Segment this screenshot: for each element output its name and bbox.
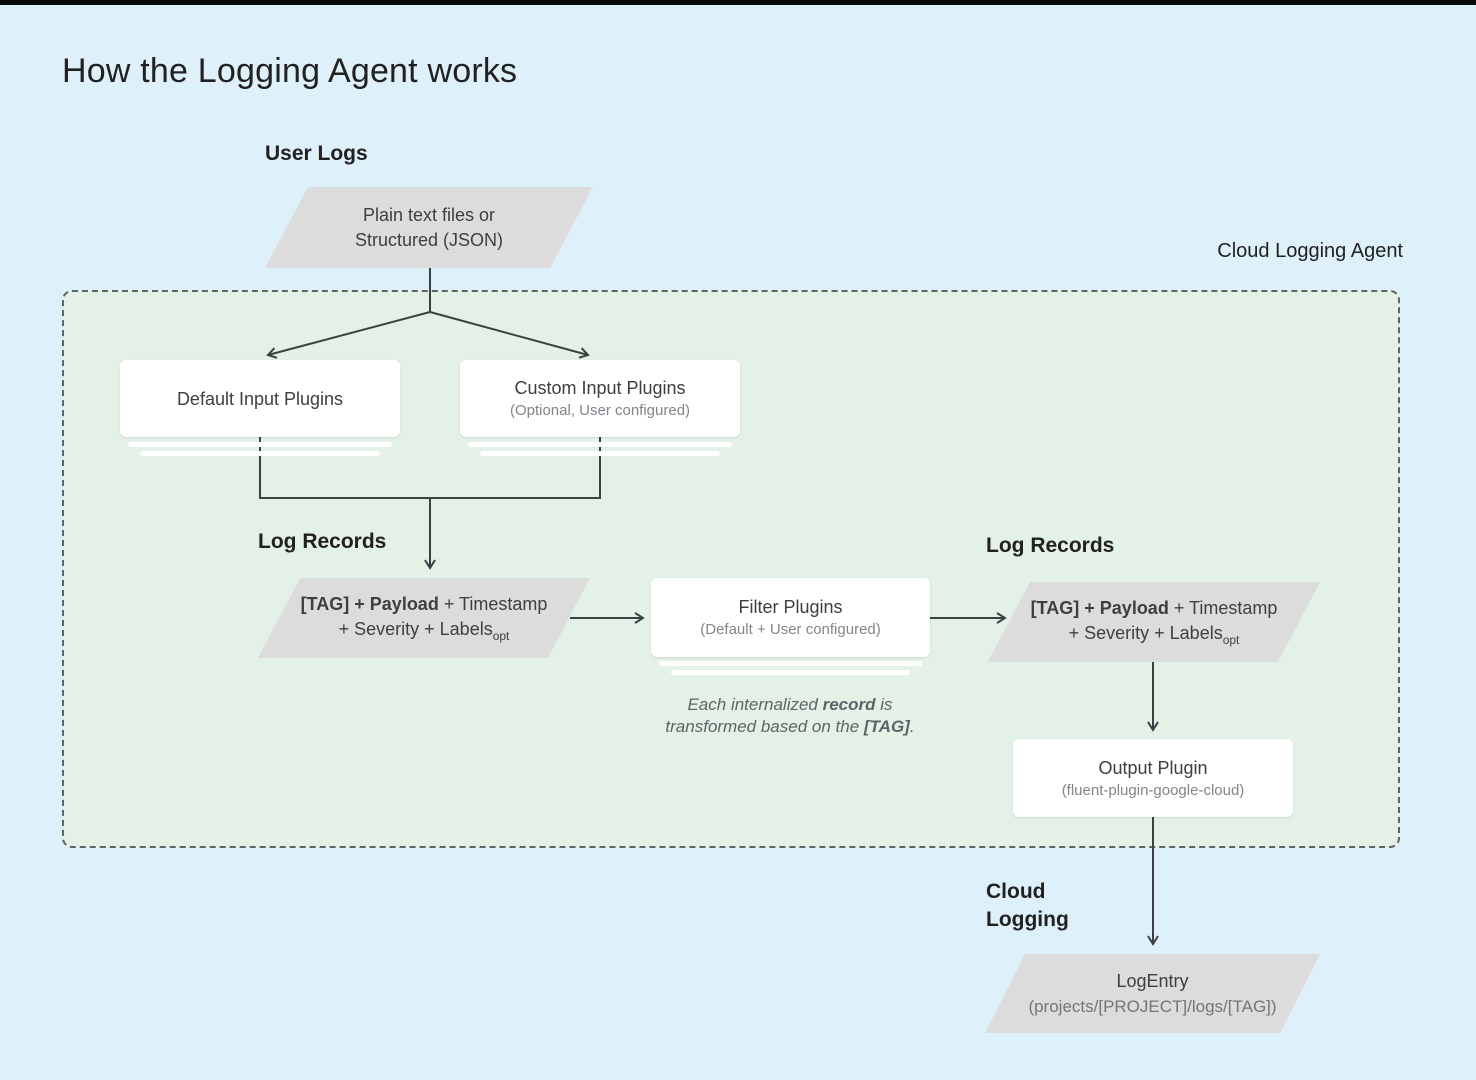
log-records-right-label: Log Records bbox=[986, 534, 1115, 557]
stack-bar bbox=[480, 451, 720, 456]
log-entry-title: LogEntry bbox=[1116, 970, 1189, 991]
user-input-parallelogram: Plain text files or Structured (JSON) bbox=[265, 187, 593, 268]
log-record-line1-bold: [TAG] + Payload bbox=[1030, 598, 1169, 618]
window-top-edge bbox=[0, 0, 1476, 5]
log-record-line2-subscript: opt bbox=[1222, 633, 1240, 647]
log-record-line1: [TAG] + Payload + Timestamp bbox=[301, 592, 548, 617]
log-record-line1: [TAG] + Payload + Timestamp bbox=[1031, 596, 1278, 621]
stack-bar bbox=[128, 442, 392, 447]
log-entry-parallelogram: LogEntry (projects/[PROJECT]/logs/[TAG]) bbox=[985, 954, 1320, 1033]
note-text: . bbox=[909, 717, 915, 736]
log-record-line2-subscript: opt bbox=[492, 629, 510, 643]
stack-bar bbox=[468, 442, 732, 447]
output-plugin-subtitle: (fluent-plugin-google-cloud) bbox=[1061, 781, 1245, 799]
output-plugin-node: Output Plugin (fluent-plugin-google-clou… bbox=[1013, 739, 1293, 817]
filter-plugins-title: Filter Plugins bbox=[738, 597, 843, 617]
user-input-line2: Structured (JSON) bbox=[354, 229, 504, 250]
log-entry-subtitle: (projects/[PROJECT]/logs/[TAG]) bbox=[1028, 996, 1277, 1016]
default-input-plugins-node: Default Input Plugins bbox=[120, 360, 400, 437]
log-record-line1-bold: [TAG] + Payload bbox=[300, 594, 439, 614]
user-input-line1: Plain text files or bbox=[362, 204, 496, 225]
filter-note: Each internalized record is transformed … bbox=[630, 694, 950, 738]
log-record-line2: + Severity + Labelsopt bbox=[339, 617, 510, 644]
cloud-logging-label: Cloud Logging bbox=[986, 880, 1069, 931]
log-record-line1-rest: + Timestamp bbox=[438, 594, 548, 614]
log-record-line1-rest: + Timestamp bbox=[1168, 598, 1278, 618]
cloud-logging-agent-label: Cloud Logging Agent bbox=[1217, 240, 1403, 262]
log-record-left-parallelogram: [TAG] + Payload + Timestamp + Severity +… bbox=[258, 578, 590, 658]
note-text: is bbox=[875, 695, 893, 714]
note-bold-tag: [TAG] bbox=[863, 717, 910, 736]
stack-bar bbox=[140, 451, 380, 456]
log-records-left-label: Log Records bbox=[258, 530, 387, 553]
stack-bar bbox=[671, 670, 910, 675]
note-bold-record: record bbox=[822, 695, 876, 714]
custom-input-plugins-title: Custom Input Plugins bbox=[514, 378, 686, 398]
filter-plugins-node: Filter Plugins (Default + User configure… bbox=[651, 578, 930, 657]
log-record-line2-text: + Severity + Labels bbox=[338, 619, 493, 639]
output-plugin-title: Output Plugin bbox=[1098, 757, 1208, 778]
note-text: transformed based on the bbox=[665, 717, 864, 736]
filter-plugins-subtitle: (Default + User configured) bbox=[700, 621, 881, 638]
note-text: Each internalized bbox=[687, 695, 823, 714]
custom-input-plugins-node: Custom Input Plugins (Optional, User con… bbox=[460, 360, 740, 437]
default-input-plugins-title: Default Input Plugins bbox=[176, 388, 344, 409]
log-record-line2: + Severity + Labelsopt bbox=[1069, 621, 1240, 648]
custom-input-plugins-subtitle: (Optional, User configured) bbox=[509, 402, 691, 419]
user-logs-label: User Logs bbox=[265, 142, 368, 165]
page-title: How the Logging Agent works bbox=[62, 52, 518, 90]
log-record-right-parallelogram: [TAG] + Payload + Timestamp + Severity +… bbox=[988, 582, 1320, 662]
log-record-line2-text: + Severity + Labels bbox=[1068, 623, 1223, 643]
stack-bar bbox=[659, 661, 922, 666]
